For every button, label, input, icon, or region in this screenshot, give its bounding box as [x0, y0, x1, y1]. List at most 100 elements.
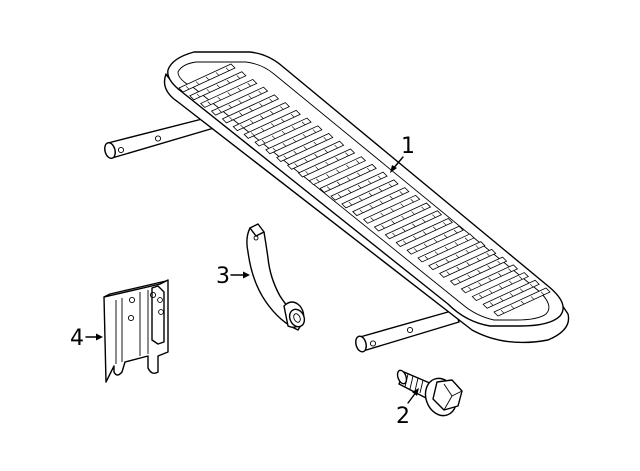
- tread-hatch: [392, 232, 396, 237]
- callout-4: 4: [70, 326, 103, 351]
- tread-hatch: [292, 138, 297, 143]
- tread-hatch: [434, 251, 439, 255]
- tread-hatch: [185, 85, 190, 90]
- tread-hatch: [498, 273, 502, 277]
- tread-hatch: [433, 238, 438, 243]
- tread-hatch: [315, 166, 319, 170]
- tread-hatch: [540, 291, 545, 296]
- tread-hatch: [270, 123, 275, 127]
- tread-hatch: [500, 309, 505, 314]
- tread-hatch: [356, 160, 360, 164]
- running-board-step: [163, 51, 570, 344]
- tread-hatch: [487, 265, 491, 269]
- tread-hatch: [336, 169, 340, 173]
- tread-hatch: [400, 203, 404, 207]
- tread-hatch: [369, 204, 374, 209]
- tread-hatch: [248, 95, 252, 99]
- tread-hatch: [412, 223, 416, 227]
- callout-1-arrowhead: [390, 165, 397, 173]
- tread-hatch: [291, 126, 296, 130]
- mounting-bolt: [396, 369, 463, 417]
- tread-hatch: [421, 206, 425, 211]
- callout-2-label: 2: [396, 404, 410, 429]
- tread-hatch: [314, 154, 318, 158]
- tread-hatch: [389, 195, 394, 200]
- tread-hatch: [380, 212, 384, 217]
- tread-hatch: [377, 175, 382, 180]
- tread-hatch: [304, 158, 308, 163]
- tread-hatch: [403, 240, 407, 244]
- mounting-plate: [103, 279, 169, 383]
- callout-2: 2: [396, 388, 419, 429]
- tread-hatch: [270, 110, 274, 115]
- tread-hatch: [435, 263, 440, 268]
- tread-hatch: [215, 72, 220, 76]
- tread-hatch: [324, 149, 328, 153]
- tread-hatch: [205, 76, 210, 81]
- tread-hatch: [378, 188, 383, 192]
- tread-hatch: [466, 262, 470, 266]
- tread-hatch: [348, 201, 353, 206]
- tread-hatch: [313, 141, 317, 146]
- tread-hatch: [358, 197, 363, 201]
- tread-hatch: [401, 215, 405, 220]
- tread-hatch: [478, 282, 482, 286]
- tread-hatch: [367, 180, 372, 184]
- tread-hatch: [433, 226, 437, 231]
- tread-hatch: [423, 243, 428, 248]
- tread-hatch: [272, 147, 277, 152]
- tread-hatch: [206, 89, 211, 93]
- tread-hatch: [465, 249, 470, 254]
- tread-hatch: [249, 107, 253, 112]
- callout-3-label: 3: [216, 264, 230, 289]
- tread-hatch: [195, 81, 200, 85]
- tread-hatch: [260, 127, 265, 132]
- tread-hatch: [422, 218, 426, 223]
- tread-hatch: [390, 208, 394, 212]
- tread-hatch: [280, 118, 285, 122]
- tread-hatch: [445, 259, 450, 263]
- tread-hatch: [454, 242, 459, 246]
- tread-hatch: [216, 84, 221, 88]
- tread-hatch: [479, 294, 483, 298]
- tread-hatch: [520, 300, 525, 305]
- tread-hatch: [227, 92, 231, 96]
- tread-hatch: [444, 246, 449, 251]
- tread-hatch: [402, 228, 406, 232]
- tread-hatch: [250, 120, 254, 124]
- tread-hatch: [519, 288, 524, 292]
- tread-hatch: [381, 225, 385, 229]
- tread-hatch: [477, 269, 481, 274]
- upper-mounting-bar: [104, 116, 215, 160]
- tread-hatch: [261, 140, 266, 144]
- tread-hatch: [432, 214, 436, 218]
- tread-hatch: [346, 177, 351, 181]
- tread-hatch: [424, 255, 429, 260]
- tread-hatch: [486, 252, 490, 257]
- lower-mounting-bar: [355, 309, 460, 353]
- tread-hatch: [346, 164, 350, 169]
- tread-hatch: [510, 305, 515, 309]
- tread-hatch: [388, 183, 393, 187]
- tread-hatch: [399, 191, 404, 195]
- tread-hatch: [326, 186, 331, 190]
- tread-hatch: [497, 260, 501, 265]
- tread-hatch: [293, 150, 297, 155]
- tread-hatch: [325, 161, 329, 166]
- tread-hatch: [508, 268, 512, 272]
- tread-hatch: [294, 163, 298, 167]
- tread-hatch: [334, 144, 338, 149]
- tread-hatch: [236, 75, 241, 79]
- tread-hatch: [370, 217, 374, 221]
- callout-3: 3: [216, 264, 250, 289]
- tread-hatch: [489, 302, 494, 306]
- tread-hatch: [345, 152, 349, 156]
- tread-hatch: [464, 237, 469, 241]
- tread-hatch: [423, 231, 427, 235]
- tread-hatch: [410, 198, 414, 203]
- tread-hatch: [271, 135, 276, 139]
- tread-hatch: [326, 174, 330, 178]
- tread-hatch: [359, 209, 364, 213]
- tread-hatch: [280, 106, 284, 110]
